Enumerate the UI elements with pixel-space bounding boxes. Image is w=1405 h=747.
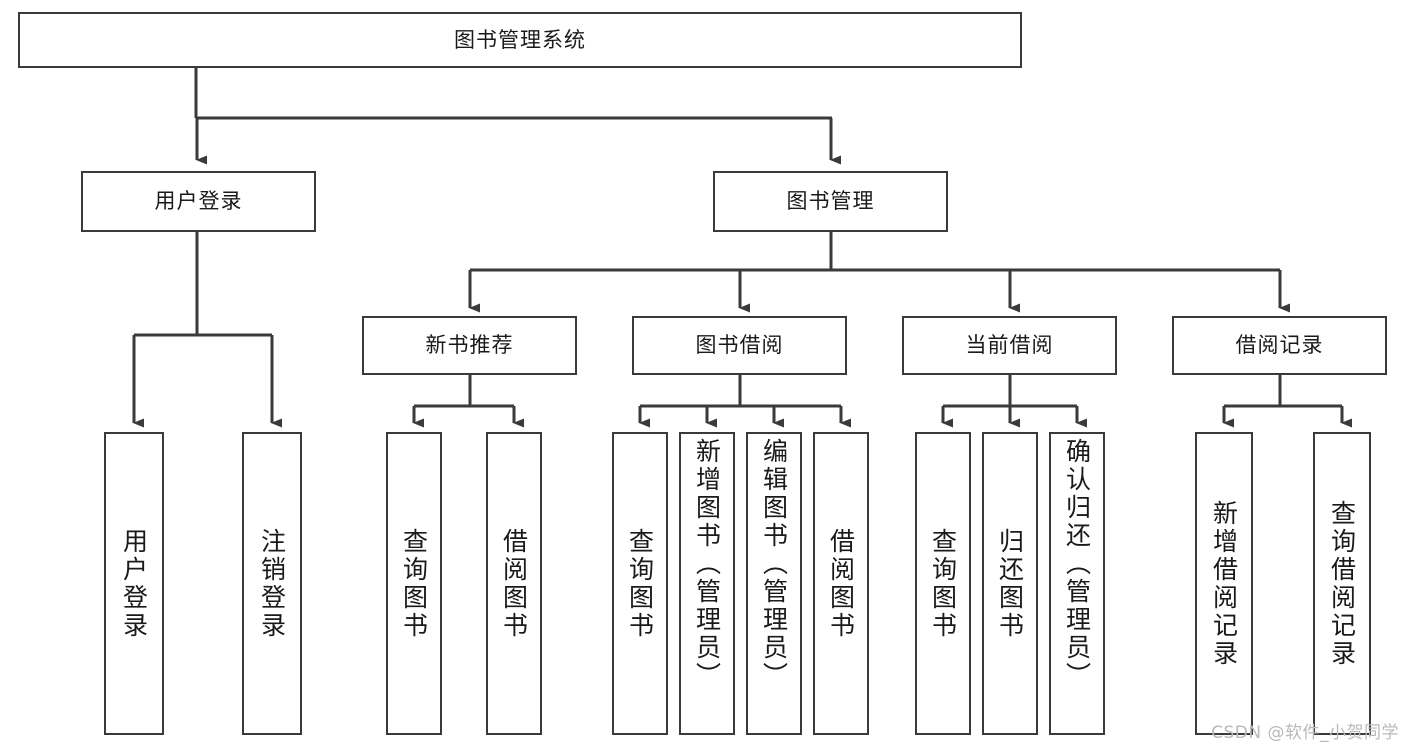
- leaf-logout-login[interactable]: 注销登录: [242, 432, 302, 735]
- leaf-return-book-label: 归还图书: [995, 527, 1025, 640]
- node-borrow-record[interactable]: 借阅记录: [1172, 316, 1387, 375]
- leaf-confirm-return-admin-label: 确认归还（管理员）: [1062, 438, 1092, 690]
- leaf-query-book-2[interactable]: 查询图书: [612, 432, 668, 735]
- node-new-book-recommend-label: 新书推荐: [425, 333, 514, 357]
- node-root-label: 图书管理系统: [454, 27, 586, 52]
- leaf-query-borrow-record-label: 查询借阅记录: [1327, 499, 1357, 668]
- node-book-borrow[interactable]: 图书借阅: [632, 316, 847, 375]
- leaf-query-book-2-label: 查询图书: [625, 527, 655, 640]
- node-current-borrow[interactable]: 当前借阅: [902, 316, 1117, 375]
- leaf-query-book-3-label: 查询图书: [928, 527, 958, 640]
- leaf-return-book[interactable]: 归还图书: [982, 432, 1038, 735]
- node-current-borrow-label: 当前借阅: [965, 333, 1054, 357]
- leaf-user-login[interactable]: 用户登录: [104, 432, 164, 735]
- leaf-query-book-1[interactable]: 查询图书: [386, 432, 442, 735]
- leaf-borrow-book-2-label: 借阅图书: [826, 527, 856, 640]
- node-book-management[interactable]: 图书管理: [713, 171, 948, 232]
- leaf-edit-book-admin[interactable]: 编辑图书（管理员）: [746, 432, 802, 735]
- leaf-edit-book-admin-label: 编辑图书（管理员）: [759, 438, 789, 690]
- leaf-confirm-return-admin[interactable]: 确认归还（管理员）: [1049, 432, 1105, 735]
- leaf-logout-login-label: 注销登录: [257, 527, 287, 640]
- leaf-add-borrow-record-label: 新增借阅记录: [1209, 499, 1239, 668]
- leaf-borrow-book-2[interactable]: 借阅图书: [813, 432, 869, 735]
- watermark: CSDN @软件_小贺同学: [1211, 723, 1399, 743]
- leaf-user-login-label: 用户登录: [119, 527, 149, 640]
- leaf-borrow-book-1-label: 借阅图书: [499, 527, 529, 640]
- leaf-borrow-book-1[interactable]: 借阅图书: [486, 432, 542, 735]
- node-book-management-label: 图书管理: [786, 189, 875, 213]
- leaf-query-book-1-label: 查询图书: [399, 527, 429, 640]
- leaf-add-book-admin-label: 新增图书（管理员）: [692, 438, 722, 690]
- leaf-add-book-admin[interactable]: 新增图书（管理员）: [679, 432, 735, 735]
- node-borrow-record-label: 借阅记录: [1235, 333, 1324, 357]
- leaf-query-book-3[interactable]: 查询图书: [915, 432, 971, 735]
- node-user-login[interactable]: 用户登录: [81, 171, 316, 232]
- node-new-book-recommend[interactable]: 新书推荐: [362, 316, 577, 375]
- node-user-login-label: 用户登录: [154, 189, 243, 213]
- node-book-borrow-label: 图书借阅: [695, 333, 784, 357]
- leaf-query-borrow-record[interactable]: 查询借阅记录: [1313, 432, 1371, 735]
- node-root[interactable]: 图书管理系统: [18, 12, 1022, 68]
- leaf-add-borrow-record[interactable]: 新增借阅记录: [1195, 432, 1253, 735]
